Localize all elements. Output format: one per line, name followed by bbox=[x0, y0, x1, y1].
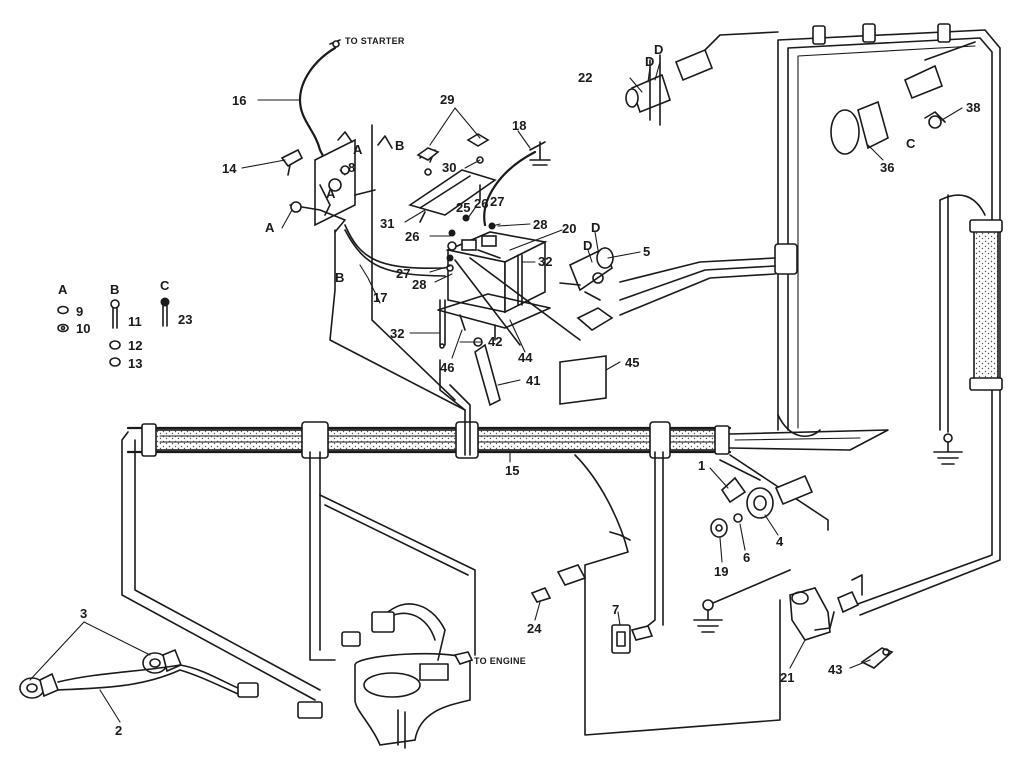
callout-8: 8 bbox=[348, 160, 355, 175]
group-label-c: C bbox=[160, 278, 170, 293]
callout-27a: 27 bbox=[396, 266, 410, 281]
callout-38: 38 bbox=[966, 100, 980, 115]
battery-holddown bbox=[408, 133, 497, 223]
part-18-cable bbox=[483, 141, 551, 227]
callout-29: 29 bbox=[440, 92, 454, 107]
part-43-clip bbox=[860, 647, 894, 669]
callout-23: 23 bbox=[178, 312, 192, 327]
callout-32b: 32 bbox=[538, 254, 552, 269]
callout-labels: TO STARTER TO ENGINE A B C 9 10 11 12 13… bbox=[58, 36, 980, 738]
callout-27b: 27 bbox=[490, 194, 504, 209]
callout-14: 14 bbox=[222, 161, 237, 176]
ref-b-top: B bbox=[395, 138, 404, 153]
lower-left-wiring bbox=[121, 359, 476, 719]
callout-25: 25 bbox=[456, 200, 470, 215]
callout-21: 21 bbox=[780, 670, 794, 685]
part-36-boot bbox=[830, 41, 976, 155]
callout-19: 19 bbox=[714, 564, 728, 579]
callout-30: 30 bbox=[442, 160, 456, 175]
main-harness bbox=[126, 421, 889, 459]
terminal-bracket bbox=[289, 124, 466, 411]
part-7-terminal bbox=[630, 625, 654, 641]
note-to-starter: TO STARTER bbox=[345, 36, 405, 46]
callout-46: 46 bbox=[440, 360, 454, 375]
callout-41: 41 bbox=[526, 373, 540, 388]
ref-a-mid: A bbox=[326, 186, 336, 201]
callout-11: 11 bbox=[128, 314, 142, 329]
callout-4: 4 bbox=[776, 534, 784, 549]
callout-17: 17 bbox=[373, 290, 387, 305]
callout-2: 2 bbox=[115, 723, 122, 738]
callout-20: 20 bbox=[562, 221, 576, 236]
callout-15: 15 bbox=[505, 463, 519, 478]
callout-1: 1 bbox=[698, 458, 705, 473]
callout-45: 45 bbox=[625, 355, 639, 370]
hardware-group bbox=[57, 297, 170, 367]
callout-18: 18 bbox=[512, 118, 526, 133]
part-38-terminal bbox=[924, 111, 946, 129]
ref-a-top: A bbox=[353, 142, 363, 157]
callout-26b: 26 bbox=[474, 196, 488, 211]
part-2-harness bbox=[19, 648, 259, 699]
callout-5: 5 bbox=[643, 244, 650, 259]
ref-d1: D bbox=[654, 42, 663, 57]
solenoid bbox=[559, 246, 614, 331]
part-41-tube bbox=[474, 343, 501, 407]
ref-c-right: C bbox=[906, 136, 916, 151]
note-to-engine: TO ENGINE bbox=[474, 656, 526, 666]
switch-parts bbox=[710, 474, 814, 538]
right-tube bbox=[939, 194, 1003, 433]
ref-d2: D bbox=[645, 54, 654, 69]
group-label-a: A bbox=[58, 282, 68, 297]
callout-43: 43 bbox=[828, 662, 842, 677]
callout-31: 31 bbox=[380, 216, 394, 231]
callout-24: 24 bbox=[527, 621, 542, 636]
part-22-connector bbox=[625, 31, 779, 126]
callout-22: 22 bbox=[578, 70, 592, 85]
callout-7: 7 bbox=[612, 602, 619, 617]
callout-6: 6 bbox=[743, 550, 750, 565]
part-21-switch bbox=[789, 574, 863, 641]
connector-center bbox=[556, 564, 587, 586]
callout-32a: 32 bbox=[390, 326, 404, 341]
ref-d4: D bbox=[583, 238, 592, 253]
callout-44: 44 bbox=[518, 350, 533, 365]
callout-3: 3 bbox=[80, 606, 87, 621]
ground-symbol-right bbox=[933, 433, 963, 465]
battery-hardware bbox=[446, 214, 496, 347]
group-label-b: B bbox=[110, 282, 119, 297]
callout-36: 36 bbox=[880, 160, 894, 175]
callout-12: 12 bbox=[128, 338, 142, 353]
part-24-terminal bbox=[530, 586, 552, 603]
battery bbox=[437, 231, 581, 349]
leader-lines bbox=[29, 61, 963, 723]
callout-16: 16 bbox=[232, 93, 246, 108]
ground-symbol-center bbox=[693, 569, 791, 633]
callout-26a: 26 bbox=[405, 229, 419, 244]
engine-cover bbox=[354, 603, 474, 749]
part-16-cable bbox=[298, 39, 341, 164]
part-45-label bbox=[559, 355, 607, 405]
callout-42: 42 bbox=[488, 334, 502, 349]
part-14-clip bbox=[280, 148, 304, 176]
callout-9: 9 bbox=[76, 304, 83, 319]
callout-28b: 28 bbox=[533, 217, 547, 232]
ref-d3: D bbox=[591, 220, 600, 235]
right-harness bbox=[619, 23, 1001, 616]
callout-13: 13 bbox=[128, 356, 142, 371]
callout-28a: 28 bbox=[412, 277, 426, 292]
ref-b-low: B bbox=[335, 270, 344, 285]
part-7-relay bbox=[611, 624, 631, 654]
callout-10: 10 bbox=[76, 321, 90, 336]
ref-a-left: A bbox=[265, 220, 275, 235]
